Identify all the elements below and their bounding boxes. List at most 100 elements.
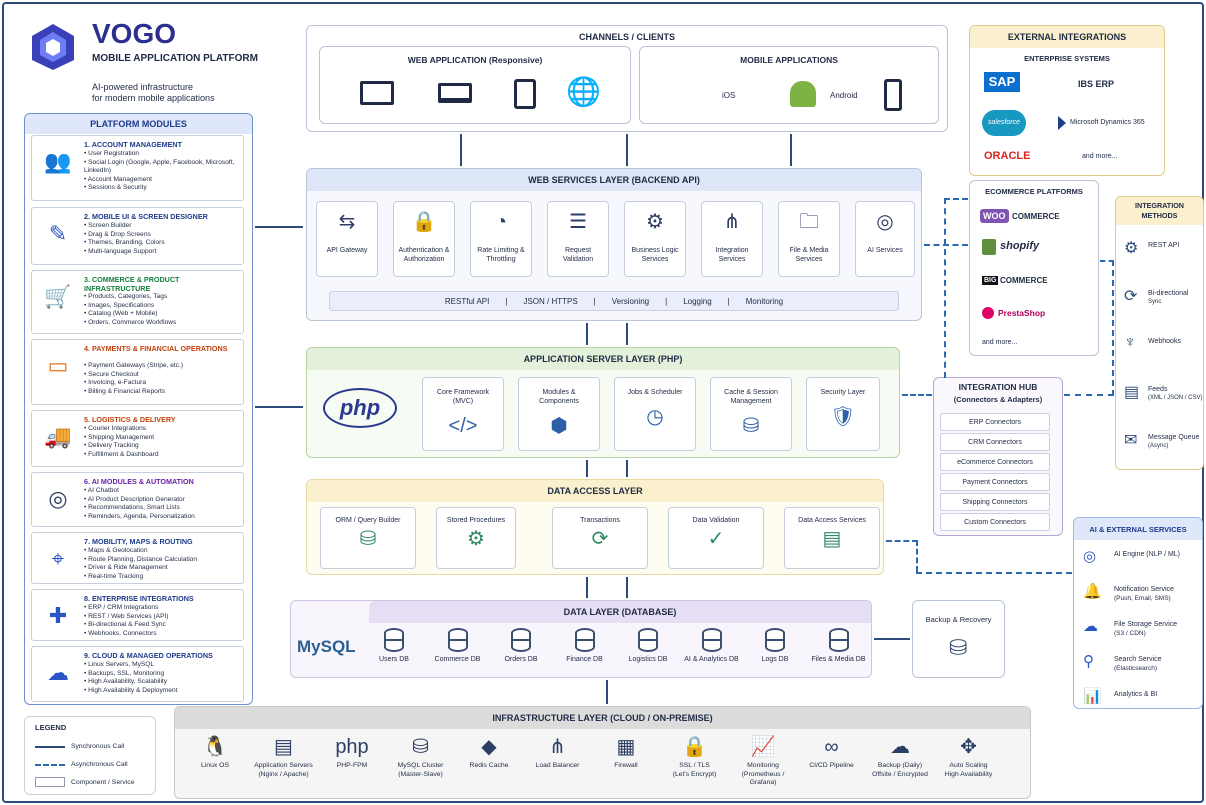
phone-icon (884, 79, 902, 111)
infra-item[interactable]: ∞CI/CD Pipeline (799, 732, 865, 771)
module-1[interactable]: 👥1. ACCOUNT MANAGEMENTUser RegistrationS… (31, 135, 244, 201)
module-bullet: Sessions & Security (84, 184, 244, 193)
infra-item[interactable]: ▦Firewall (593, 732, 659, 771)
infra-item[interactable]: ▤Application Servers(Nginx / Apache) (251, 732, 317, 779)
module-bullet: REST / Web Services (API) (84, 613, 244, 622)
database[interactable]: Logistics DB (616, 628, 680, 663)
method-sublabel: Sync (1148, 299, 1162, 305)
ws-card-label: Integration Services (715, 247, 749, 263)
infra-item[interactable]: ⋔Load Balancer (525, 732, 591, 771)
infra-item[interactable]: ◆Redis Cache (456, 732, 522, 771)
dash-dal-ai-v (916, 540, 918, 572)
module-8[interactable]: ✚8. ENTERPRISE INTEGRATIONSERP / CRM Int… (31, 589, 244, 641)
dal-card[interactable]: Stored Procedures⚙ (436, 507, 516, 569)
module-4[interactable]: ▭4. PAYMENTS & FINANCIAL OPERATIONSPayme… (31, 339, 244, 405)
dash-methods-v (1112, 260, 1114, 396)
module-7[interactable]: ⌖7. MOBILITY, MAPS & ROUTINGMaps & Geolo… (31, 532, 244, 584)
ws-card[interactable]: 🗀File & Media Services (778, 201, 840, 277)
linux-icon: 🐧 (202, 736, 228, 758)
ai-label: File Storage Service (1114, 621, 1178, 628)
dal-card[interactable]: ORM / Query Builder⛁ (320, 507, 416, 569)
infra-label: Backup (Daily) (877, 762, 923, 769)
database[interactable]: Users DB (362, 628, 426, 663)
hub-connector[interactable]: CRM Connectors (940, 433, 1050, 451)
hub-connector[interactable]: ERP Connectors (940, 413, 1050, 431)
firewall-icon: ▦ (616, 736, 636, 758)
legend-sync-label: Synchronous Call (71, 743, 125, 750)
module-bullets: Linux Servers, MySQLBackups, SSL, Monito… (84, 661, 244, 695)
module-5[interactable]: 🚚5. LOGISTICS & DELIVERYCourier Integrat… (31, 410, 244, 467)
ws-card[interactable]: ⇆API Gateway (316, 201, 378, 277)
ws-card[interactable]: ⋔Integration Services (701, 201, 763, 277)
ws-card[interactable]: ⚙Business Logic Services (624, 201, 686, 277)
infra-sublabel: (Master-Slave) (398, 770, 443, 778)
database[interactable]: Logs DB (743, 628, 807, 663)
ws-card[interactable]: 🔒Authentication & Authorization (393, 201, 455, 277)
database[interactable]: Orders DB (489, 628, 553, 663)
hub-connector[interactable]: Custom Connectors (940, 513, 1050, 531)
infra-label: Load Balancer (535, 762, 580, 769)
module-title: 3. COMMERCE & PRODUCT INFRASTRUCTURE (84, 275, 180, 293)
infra-item[interactable]: ⛁MySQL Cluster(Master-Slave) (388, 732, 454, 779)
arrows-icon: ✥ (960, 736, 977, 758)
dal-card[interactable]: Transactions⟳ (552, 507, 648, 569)
ws-card[interactable]: ◎AI Services (855, 201, 915, 277)
conn-dal-dl-1 (586, 577, 588, 598)
mobile-apps-title: MOBILE APPLICATIONS (740, 55, 838, 65)
database-icon (765, 628, 785, 652)
app-card[interactable]: Cache & Session Management⛁ (710, 377, 792, 451)
sync-arrow-icon (35, 745, 65, 748)
legend-async: Asynchronous Call (35, 761, 128, 768)
module-bullet: Maps & Geolocation (84, 547, 244, 556)
module-bullet: Multi-language Support (84, 248, 244, 257)
database[interactable]: Commerce DB (426, 628, 490, 663)
tablet-icon (514, 79, 536, 109)
database-label: Users DB (379, 656, 409, 663)
ext-title: EXTERNAL INTEGRATIONS (970, 26, 1164, 48)
shopify-icon (982, 239, 996, 255)
ai-title: AI & EXTERNAL SERVICES (1074, 518, 1202, 540)
infra-item[interactable]: 🐧Linux OS (182, 732, 248, 771)
dal-card[interactable]: Data Validation✓ (668, 507, 764, 569)
infra-item[interactable]: ☁Backup (Daily)Offsite / Encrypted (867, 732, 933, 779)
ai-label: Search Service (1114, 656, 1162, 663)
module-6[interactable]: ◎6. AI MODULES & AUTOMATIONAI ChatbotAI … (31, 472, 244, 527)
infra-item[interactable]: 🔒SSL / TLS(Let's Encrypt) (662, 732, 728, 779)
backup-db-icon: ⛁ (949, 635, 968, 660)
async-arrow-icon (35, 763, 65, 766)
database[interactable]: Finance DB (553, 628, 617, 663)
infra-item[interactable]: 📈Monitoring(Prometheus / Grafana) (730, 732, 796, 788)
module-bullets: User RegistrationSocial Login (Google, A… (84, 150, 244, 193)
module-bullets: Products, Categories, TagsImages, Specif… (84, 293, 244, 327)
app-card-label: Cache & Session Management (724, 389, 778, 405)
app-card[interactable]: Core Framework (MVC)</> (422, 377, 504, 451)
prestashop-label: PrestaShop (998, 308, 1046, 318)
ws-bar-item: Logging (683, 296, 712, 306)
hub-connector[interactable]: Payment Connectors (940, 473, 1050, 491)
app-card[interactable]: Modules & Components⬢ (518, 377, 600, 451)
app-card[interactable]: Jobs & Scheduler◷ (614, 377, 696, 451)
component-box-icon (35, 777, 65, 787)
module-title: 1. ACCOUNT MANAGEMENT (84, 140, 182, 149)
module-3[interactable]: 🛒3. COMMERCE & PRODUCT INFRASTRUCTUREPro… (31, 270, 244, 334)
database[interactable]: Files & Media DB (807, 628, 871, 663)
module-9[interactable]: ☁9. CLOUD & MANAGED OPERATIONSLinux Serv… (31, 646, 244, 702)
app-card[interactable]: Security Layer🛡 (806, 377, 880, 451)
dal-card[interactable]: Data Access Services▤ (784, 507, 880, 569)
module-bullet: Linux Servers, MySQL (84, 661, 244, 670)
search-icon: ⚲ (1083, 653, 1094, 670)
ws-card[interactable]: ☰Request Validation (547, 201, 609, 277)
brain-icon: ◎ (1083, 548, 1097, 565)
conn-channels-ws-1 (460, 134, 462, 166)
hub-connector[interactable]: Shipping Connectors (940, 493, 1050, 511)
module-2[interactable]: ✎2. MOBILE UI & SCREEN DESIGNERScreen Bu… (31, 207, 244, 265)
card-icon: ▭ (47, 353, 69, 378)
integration-hub-panel: INTEGRATION HUB (Connectors & Adapters) … (933, 377, 1063, 536)
conn-dl-infra (606, 680, 608, 704)
database[interactable]: AI & Analytics DB (680, 628, 744, 663)
ws-card[interactable]: ◔Rate Limiting & Throttling (470, 201, 532, 277)
woo-label: COMMERCE (1012, 212, 1060, 221)
hub-connector[interactable]: eCommerce Connectors (940, 453, 1050, 471)
